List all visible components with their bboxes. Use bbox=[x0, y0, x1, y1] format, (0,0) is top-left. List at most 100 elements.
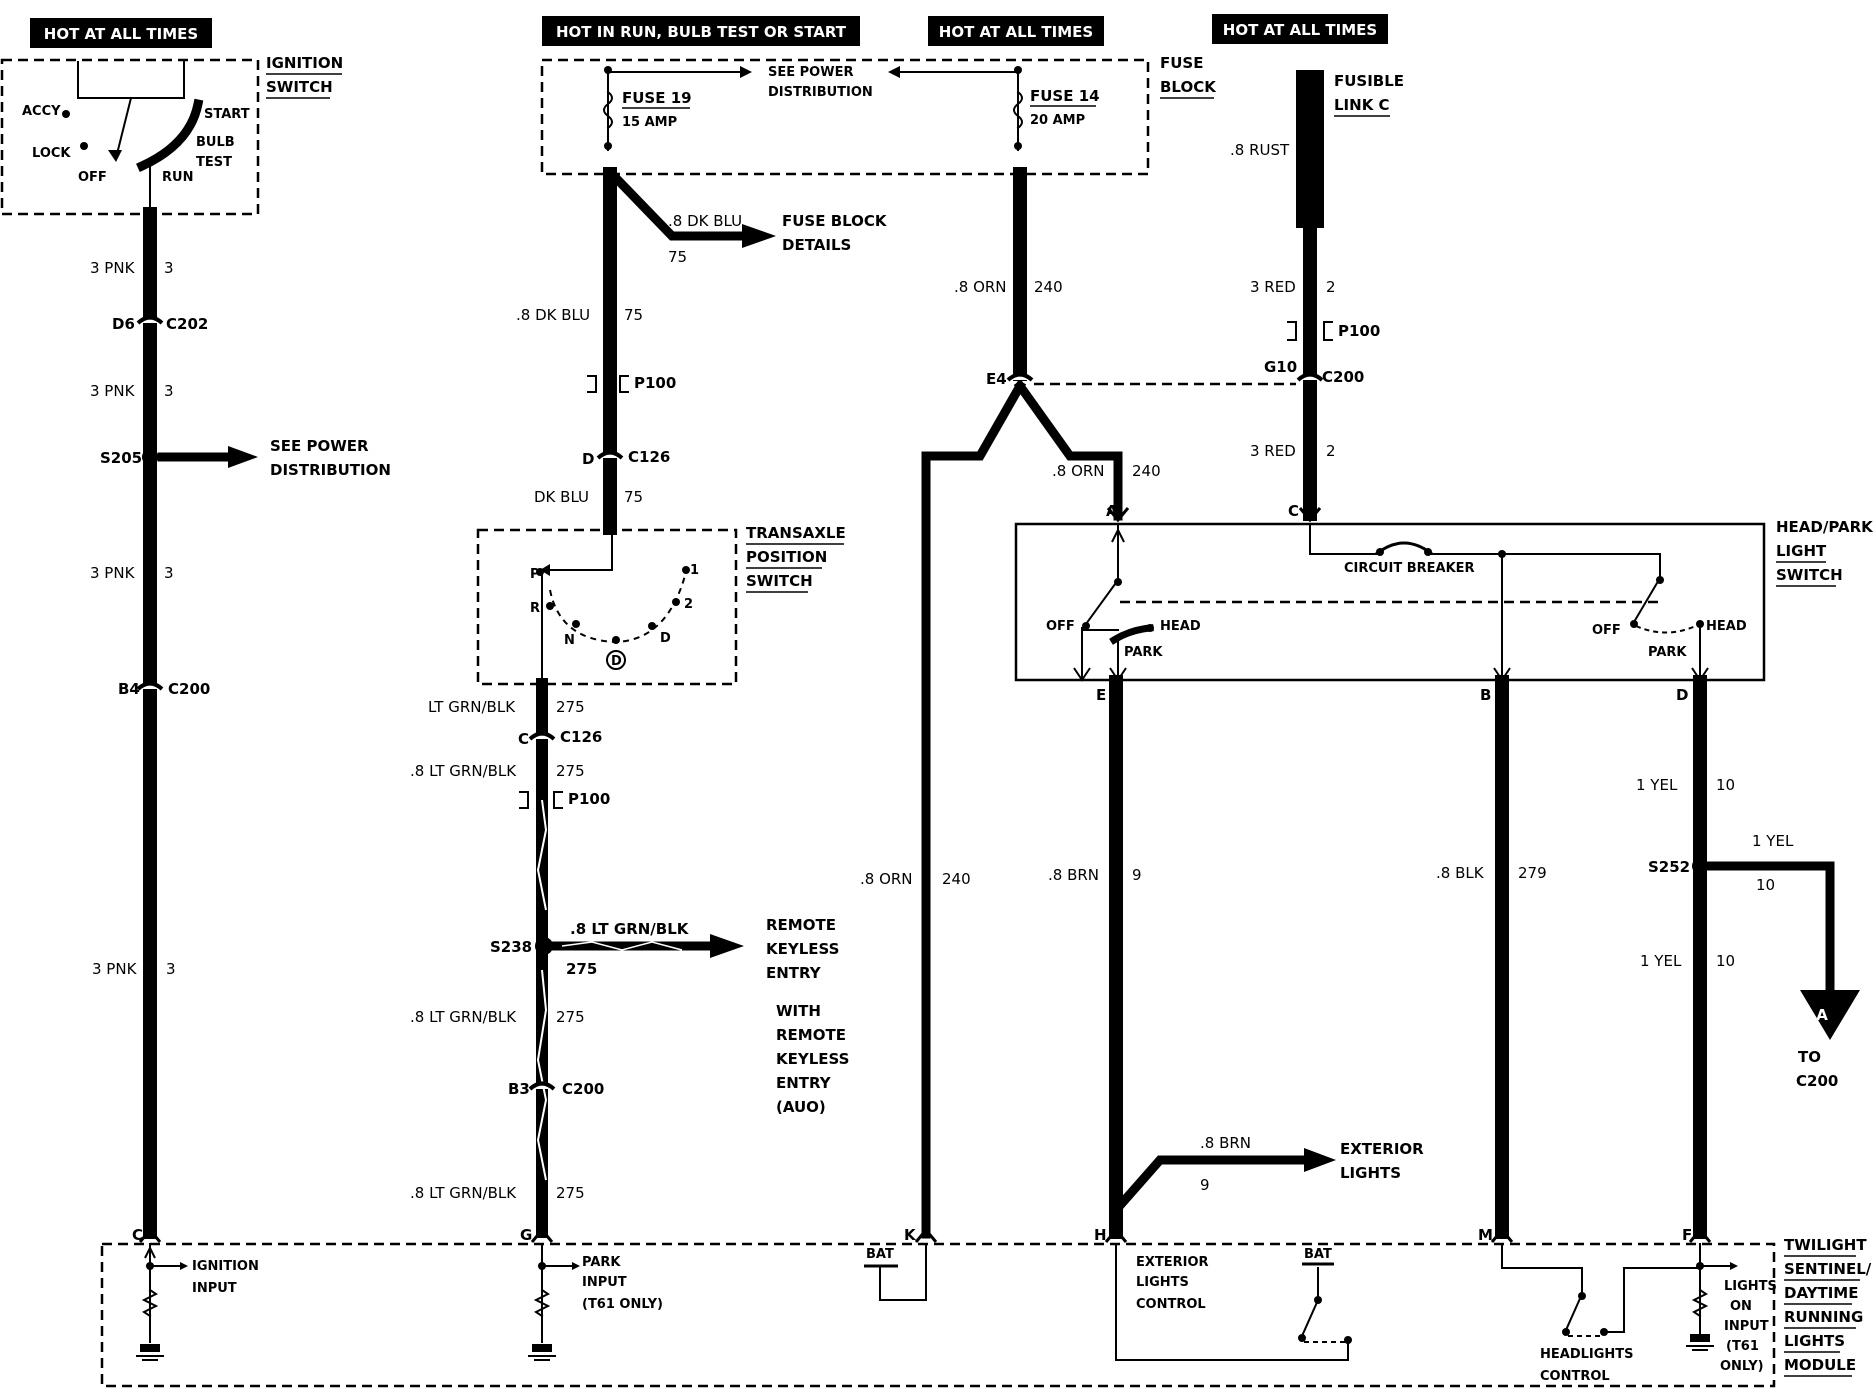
module-title-4: RUNNING bbox=[1784, 1308, 1863, 1326]
fuse-block-title-1: FUSE bbox=[1160, 54, 1203, 72]
circuit-number: 275 bbox=[556, 1008, 585, 1026]
header-label: HOT AT ALL TIMES bbox=[44, 25, 198, 43]
see-power-label: SEE POWER bbox=[270, 437, 369, 455]
circuit-number: 3 bbox=[164, 259, 174, 277]
wire-label: .8 BRN bbox=[1200, 1134, 1251, 1152]
circuit-number: 3 bbox=[166, 960, 176, 978]
head-park-light-switch: A C CIRCUIT BREAKER OFF HEAD PARK OFF HE… bbox=[1014, 502, 1874, 704]
terminal-d: D bbox=[1676, 686, 1688, 704]
transaxle-position-switch: P R N D 1 2 D TRANSAXLE POSITION SWITCH bbox=[476, 524, 846, 686]
wire-label: .8 LT GRN/BLK bbox=[410, 1008, 517, 1026]
tps-title-1: TRANSAXLE bbox=[746, 524, 846, 542]
fusible-title-2: LINK C bbox=[1334, 96, 1390, 114]
wire-label: .8 ORN bbox=[1052, 462, 1105, 480]
circuit-number: 275 bbox=[566, 960, 597, 978]
rke-label: KEYLESS bbox=[766, 940, 839, 958]
gear-1: 1 bbox=[690, 563, 699, 578]
wire-label: .8 LT GRN/BLK bbox=[410, 762, 517, 780]
splice-label: S238 bbox=[490, 938, 532, 956]
header-hot-in-run: HOT IN RUN, BULB TEST OR START bbox=[542, 16, 860, 46]
connector-label: P100 bbox=[634, 374, 676, 392]
with-rke-label: KEYLESS bbox=[776, 1050, 849, 1068]
wire-lt-grn-blk: LT GRN/BLK 275 C C126 .8 LT GRN/BLK 275 … bbox=[410, 678, 849, 1238]
to-c200-label: C200 bbox=[1796, 1072, 1838, 1090]
rke-label: ENTRY bbox=[766, 964, 822, 982]
splice-label: S205 bbox=[100, 449, 142, 467]
circuit-breaker: CIRCUIT BREAKER bbox=[1344, 561, 1475, 576]
ext-lights-control: CONTROL bbox=[1136, 1297, 1206, 1312]
wire-label: 3 PNK bbox=[90, 259, 136, 277]
headlights-control: CONTROL bbox=[1540, 1369, 1610, 1384]
terminal-f: F bbox=[1682, 1226, 1692, 1244]
see-power-label: SEE POWER bbox=[768, 65, 853, 80]
cavity-label: E4 bbox=[986, 370, 1007, 388]
module-title-3: DAYTIME bbox=[1784, 1284, 1858, 1302]
terminal-c: C bbox=[132, 1226, 143, 1244]
terminal-m: M bbox=[1478, 1226, 1493, 1244]
exterior-lights-label: LIGHTS bbox=[1340, 1164, 1401, 1182]
gear-p: P bbox=[530, 567, 540, 582]
ignition-start: START bbox=[204, 107, 250, 122]
header-hot-at-all-times-1: HOT AT ALL TIMES bbox=[30, 18, 212, 48]
see-power-label: DISTRIBUTION bbox=[270, 461, 391, 479]
wire-label: 3 RED bbox=[1250, 278, 1296, 296]
wire-label: 1 YEL bbox=[1636, 776, 1678, 794]
tps-title-3: SWITCH bbox=[746, 572, 813, 590]
fuse-19-label: FUSE 19 bbox=[622, 89, 692, 107]
ignition-input-label: INPUT bbox=[192, 1281, 237, 1296]
bat-label: BAT bbox=[1304, 1247, 1332, 1262]
circuit-number: 2 bbox=[1326, 442, 1336, 460]
with-rke-label: REMOTE bbox=[776, 1026, 846, 1044]
header-label: HOT IN RUN, BULB TEST OR START bbox=[556, 23, 847, 41]
wire-blk-279: .8 BLK 279 bbox=[1436, 675, 1547, 1239]
ignition-test: TEST bbox=[196, 155, 232, 170]
circuit-number: 3 bbox=[164, 564, 174, 582]
wire-label: 3 PNK bbox=[90, 382, 136, 400]
headlights-control: HEADLIGHTS bbox=[1540, 1347, 1634, 1362]
terminal-g: G bbox=[520, 1226, 532, 1244]
wire-label: 3 RED bbox=[1250, 442, 1296, 460]
lights-on-input: INPUT bbox=[1724, 1319, 1769, 1334]
wire-dk-blu: .8 DK BLU 75 FUSE BLOCK DETAILS .8 DK BL… bbox=[516, 167, 888, 535]
cavity-label: B4 bbox=[118, 680, 140, 698]
with-rke-label: ENTRY bbox=[776, 1074, 832, 1092]
wire-label: .8 ORN bbox=[954, 278, 1007, 296]
circuit-number: 9 bbox=[1132, 866, 1142, 884]
splice-label: S252 bbox=[1648, 858, 1690, 876]
twilight-sentinel-module: C G K H M F IGNITION INPUT PARK INPUT (T… bbox=[100, 1226, 1872, 1388]
fuse-block-title-2: BLOCK bbox=[1160, 78, 1217, 96]
fuse-14-amp: 20 AMP bbox=[1030, 113, 1085, 128]
wire-label: 1 YEL bbox=[1752, 832, 1794, 850]
switch-off-2: OFF bbox=[1592, 623, 1621, 638]
circuit-number: 75 bbox=[624, 488, 643, 506]
wire-orn-240: .8 ORN 240 E4 .8 ORN 240 .8 ORN 240 bbox=[860, 167, 1296, 1239]
gear-n: N bbox=[564, 633, 575, 648]
cavity-label: C bbox=[518, 730, 529, 748]
ext-lights-control: EXTERIOR bbox=[1136, 1255, 1209, 1270]
wire-label: DK BLU bbox=[534, 488, 589, 506]
ignition-lock: LOCK bbox=[32, 146, 71, 161]
rke-label: REMOTE bbox=[766, 916, 836, 934]
circuit-number: 240 bbox=[1034, 278, 1063, 296]
wire-label: 3 PNK bbox=[90, 564, 136, 582]
wire-label: .8 RUST bbox=[1230, 141, 1290, 159]
gear-circled-d: D bbox=[611, 654, 622, 669]
circuit-number: 275 bbox=[556, 698, 585, 716]
connector-label: C126 bbox=[560, 728, 602, 746]
circuit-number: 240 bbox=[1132, 462, 1161, 480]
ignition-accy: ACCY bbox=[22, 104, 61, 119]
wire-yel-10: A 1 YEL 10 S252 1 YEL 10 1 YEL 10 TO C20… bbox=[1636, 675, 1860, 1239]
terminal-e: E bbox=[1096, 686, 1106, 704]
see-power-label: DISTRIBUTION bbox=[768, 85, 873, 100]
cavity-label: D6 bbox=[112, 315, 135, 333]
terminal-h: H bbox=[1094, 1226, 1107, 1244]
circuit-number: 240 bbox=[942, 870, 971, 888]
fuse-19-amp: 15 AMP bbox=[622, 115, 677, 130]
circuit-number: 2 bbox=[1326, 278, 1336, 296]
ignition-bulb: BULB bbox=[196, 135, 235, 150]
gear-d: D bbox=[660, 631, 671, 646]
cavity-label: B3 bbox=[508, 1080, 530, 1098]
lights-on-input: LIGHTS bbox=[1724, 1279, 1777, 1294]
switch-park-1: PARK bbox=[1124, 645, 1163, 660]
circuit-number: 275 bbox=[556, 1184, 585, 1202]
